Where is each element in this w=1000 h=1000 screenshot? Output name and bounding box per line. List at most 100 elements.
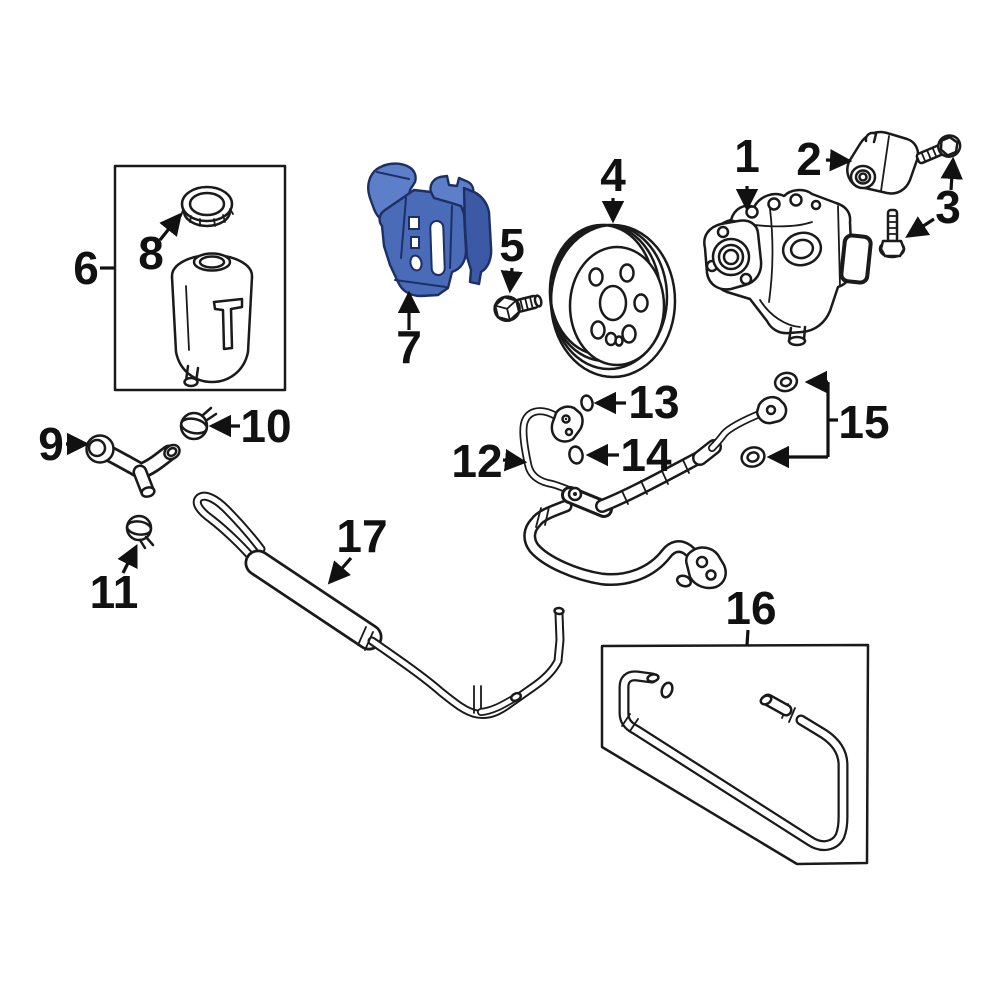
bracket-hole-2 <box>410 236 420 249</box>
bracket-face-folds <box>394 197 453 288</box>
hose9-open-end-inner <box>166 446 178 458</box>
cylinder-bore-outer <box>849 164 877 190</box>
reservoir-neck-inner <box>198 255 226 269</box>
part-12-arrow <box>502 449 528 472</box>
pump-bottom-stub-end <box>787 335 807 347</box>
part-9-hose <box>85 434 181 498</box>
pulley-small-hole-2 <box>614 335 624 347</box>
part-9-label: 9 <box>38 418 64 470</box>
box16-nipple-tip <box>759 694 773 706</box>
hose12-crimp-bands <box>621 459 690 505</box>
cylinder-bore-inner <box>858 172 868 182</box>
bolt3b-hex <box>879 239 906 258</box>
pulley-hole-5 <box>590 320 606 340</box>
box16-outline <box>600 643 870 866</box>
part-17-arrow <box>327 556 353 585</box>
pulley-hole-1 <box>588 267 604 287</box>
part-5-label: 5 <box>499 219 525 271</box>
hose12-banjo-hole-2 <box>564 427 574 437</box>
part-16-leader <box>745 629 750 646</box>
part-2-arrow <box>825 148 853 172</box>
reservoir-wall <box>170 275 254 384</box>
bracket-oval-hole <box>409 254 423 272</box>
reservoir-outlet-end <box>183 376 199 388</box>
pump-lower-crease <box>759 299 801 328</box>
pump-plate-hole-1 <box>716 225 730 239</box>
part-7-bracket-highlighted <box>367 162 493 298</box>
pump-top-bolt-4 <box>810 199 822 211</box>
part-6-label: 6 <box>73 242 99 294</box>
part-15-oring-top-inner <box>779 376 793 388</box>
part-17-cooler-tube <box>192 491 565 719</box>
reservoir-tab <box>212 297 244 351</box>
pump-port-hole <box>789 238 815 260</box>
bolt5-tip <box>533 294 543 308</box>
hose12-junction-dot <box>573 492 577 496</box>
part-3-bolt-lower <box>878 208 906 259</box>
tube17-hairpin-outer <box>192 491 266 564</box>
reservoir-seam <box>185 285 190 351</box>
hose12-banjo-dot <box>564 417 568 421</box>
tube17-stub-inner <box>478 696 516 715</box>
part-15-oring-bottom-inner <box>746 451 760 463</box>
clamp11-tabs <box>138 535 155 550</box>
hose12-steel-pipe-inner <box>521 408 577 495</box>
part-4-pulley <box>548 223 677 379</box>
part-15-orings <box>740 371 799 468</box>
cylinder-tab <box>864 131 878 144</box>
clamp11-ring <box>125 514 153 542</box>
part-8-arrow <box>158 212 183 241</box>
clamp10-ring <box>179 411 209 441</box>
bracket-hole-1 <box>408 216 420 230</box>
hose12-crimp-hose-inner <box>597 451 707 511</box>
bracket-slot <box>429 219 446 276</box>
pump-hub-inner <box>722 248 740 266</box>
hose12-u-hose-inner <box>525 502 699 584</box>
part-16-box-group <box>600 643 870 866</box>
pulley-small-hole-1 <box>604 331 618 347</box>
cylinder-seam <box>880 135 890 192</box>
part-6-reservoir-group <box>113 164 287 392</box>
part-8-label: 8 <box>138 227 164 279</box>
part-15-oring-top <box>773 371 799 393</box>
part-12-label: 12 <box>451 435 502 487</box>
tube17-stub-tip <box>509 691 523 703</box>
hose12-banjo-plate <box>550 405 584 443</box>
pulley-hole-4 <box>621 324 637 344</box>
part-15-bracket <box>826 382 838 457</box>
hose12-pump-fitting-hole <box>765 404 777 416</box>
part-14-oring <box>568 445 584 465</box>
part-3-arrow-down <box>905 216 935 238</box>
part-5-bolt <box>493 294 543 323</box>
bracket-right-wall <box>462 186 493 286</box>
bolt3b-shank <box>886 208 899 244</box>
pump-top-bolt-3 <box>789 193 803 207</box>
part-2-cylinder <box>846 130 920 195</box>
hose12-end-hole-1 <box>695 555 709 569</box>
bracket-main-face <box>378 188 468 298</box>
part-11-clamp <box>125 514 155 550</box>
tube17-pipe-inner <box>369 611 563 717</box>
box16-hose-crimp <box>621 713 639 732</box>
reservoir-body <box>170 252 254 388</box>
hose9-stub-end <box>140 486 156 498</box>
bracket-flap-fold <box>376 171 410 180</box>
hose12-end-hole-2 <box>705 569 717 581</box>
callouts: 1 2 3 4 5 6 7 8 9 10 11 12 13 14 15 <box>38 130 963 646</box>
part-1-label: 1 <box>734 130 760 182</box>
cap-inner <box>188 191 226 217</box>
part-10-clamp <box>179 406 218 441</box>
clamp11-band <box>125 520 153 536</box>
pump-plate-hole-3 <box>739 272 753 286</box>
pulley-hole-2 <box>619 263 635 283</box>
box16-hose-inner <box>620 672 847 849</box>
hose12-end-washer <box>675 574 693 588</box>
bolt5-threads <box>519 295 534 312</box>
cylinder-bore-mid <box>854 169 872 185</box>
box16-oring <box>660 681 674 699</box>
hose12-end-block <box>684 546 727 590</box>
part-1-pump <box>703 188 873 347</box>
bolt3b-threads <box>887 215 898 235</box>
pulley-hole-3 <box>633 293 649 313</box>
